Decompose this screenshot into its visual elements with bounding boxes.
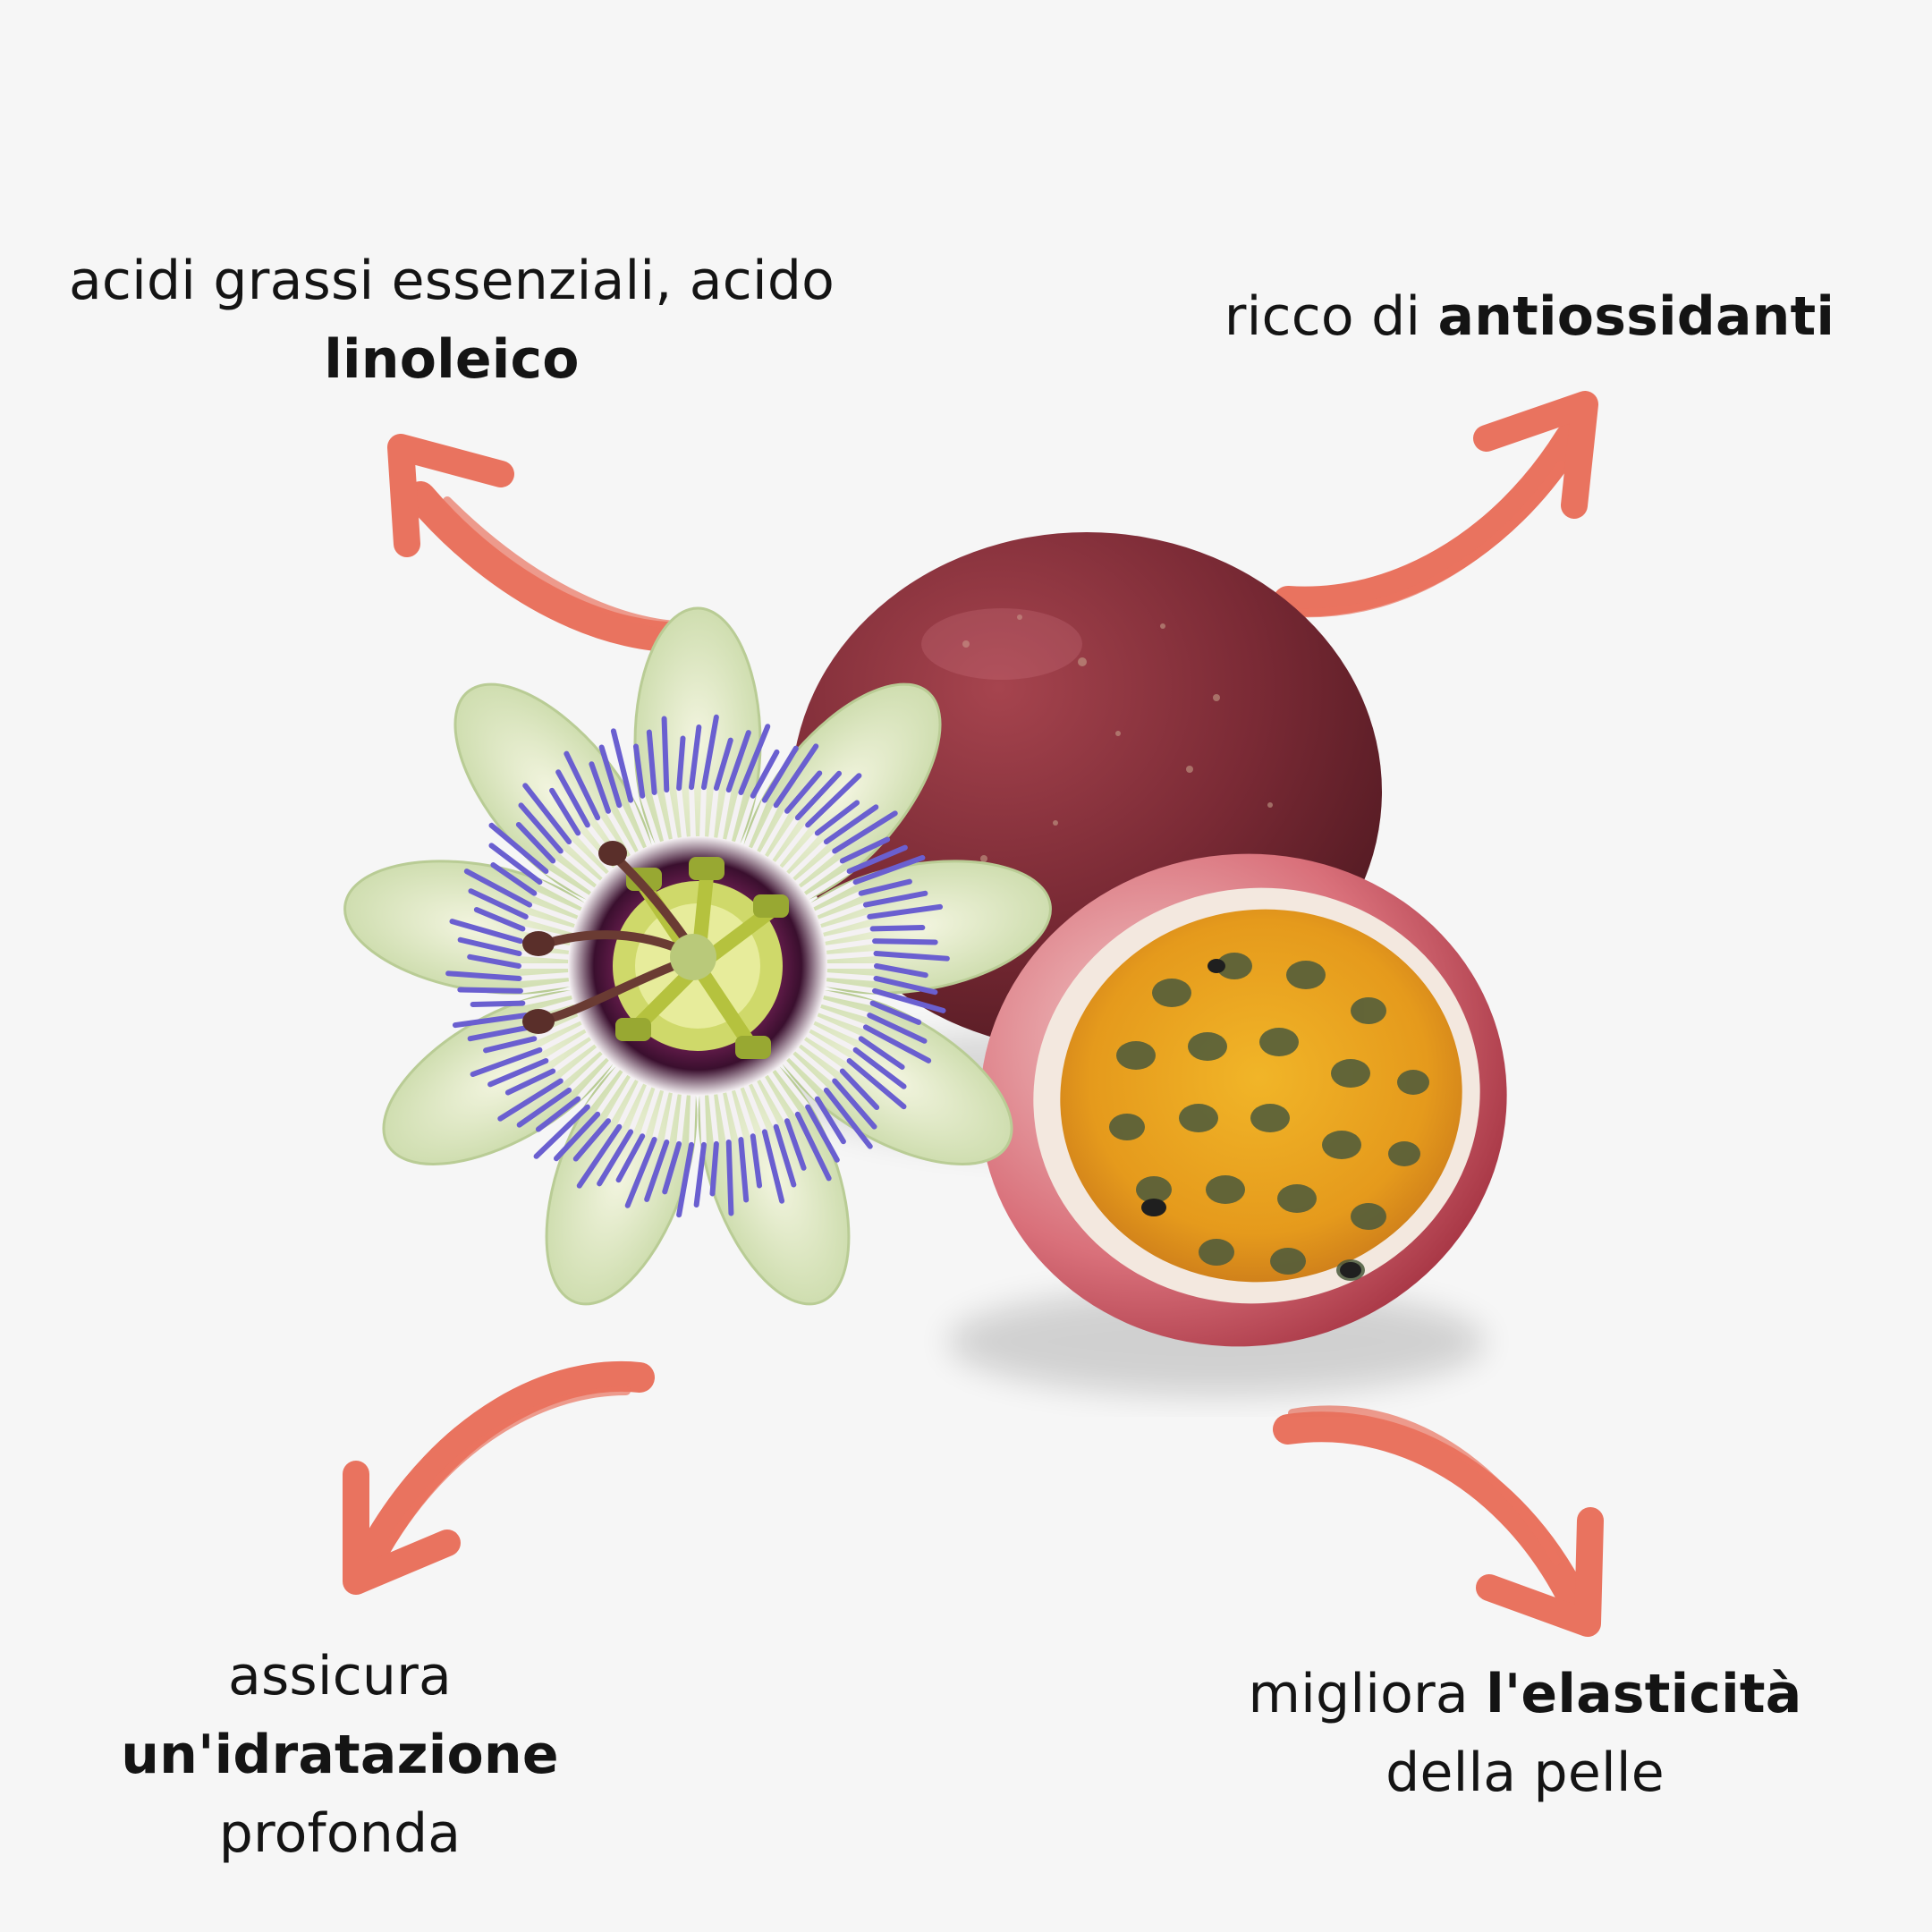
caption-elasticity-bold: l'elasticità xyxy=(1486,1663,1802,1725)
caption-fatty-acids: acidi grassi essenziali, acido linoleico xyxy=(36,242,868,399)
arrow-bottom-left-icon xyxy=(343,1361,655,1595)
passion-flower xyxy=(343,606,1052,1306)
caption-hydration-line3: profonda xyxy=(218,1802,462,1865)
halved-passion-fruit xyxy=(979,853,1507,1347)
caption-hydration-line1: assicura xyxy=(227,1645,452,1707)
caption-elasticity-line2: della pelle xyxy=(1385,1741,1665,1804)
caption-elasticity-regular: migliora xyxy=(1248,1663,1487,1725)
caption-elasticity: migliora l'elasticità della pelle xyxy=(1190,1655,1860,1812)
caption-hydration-bold: un'idratazione xyxy=(121,1724,559,1786)
caption-antioxidants: ricco di antiossidanti xyxy=(1190,277,1869,356)
caption-fatty-acids-line1: acidi grassi essenziali, acido xyxy=(68,250,835,312)
caption-antioxidants-bold: antiossidanti xyxy=(1437,285,1835,348)
caption-hydration: assicura un'idratazione profonda xyxy=(63,1637,617,1873)
arrow-top-right-icon xyxy=(1273,391,1598,618)
caption-antioxidants-regular: ricco di xyxy=(1224,285,1438,348)
arrow-bottom-right-icon xyxy=(1273,1405,1604,1637)
flower-corona xyxy=(445,714,950,1218)
caption-fatty-acids-bold: linoleico xyxy=(324,328,580,391)
